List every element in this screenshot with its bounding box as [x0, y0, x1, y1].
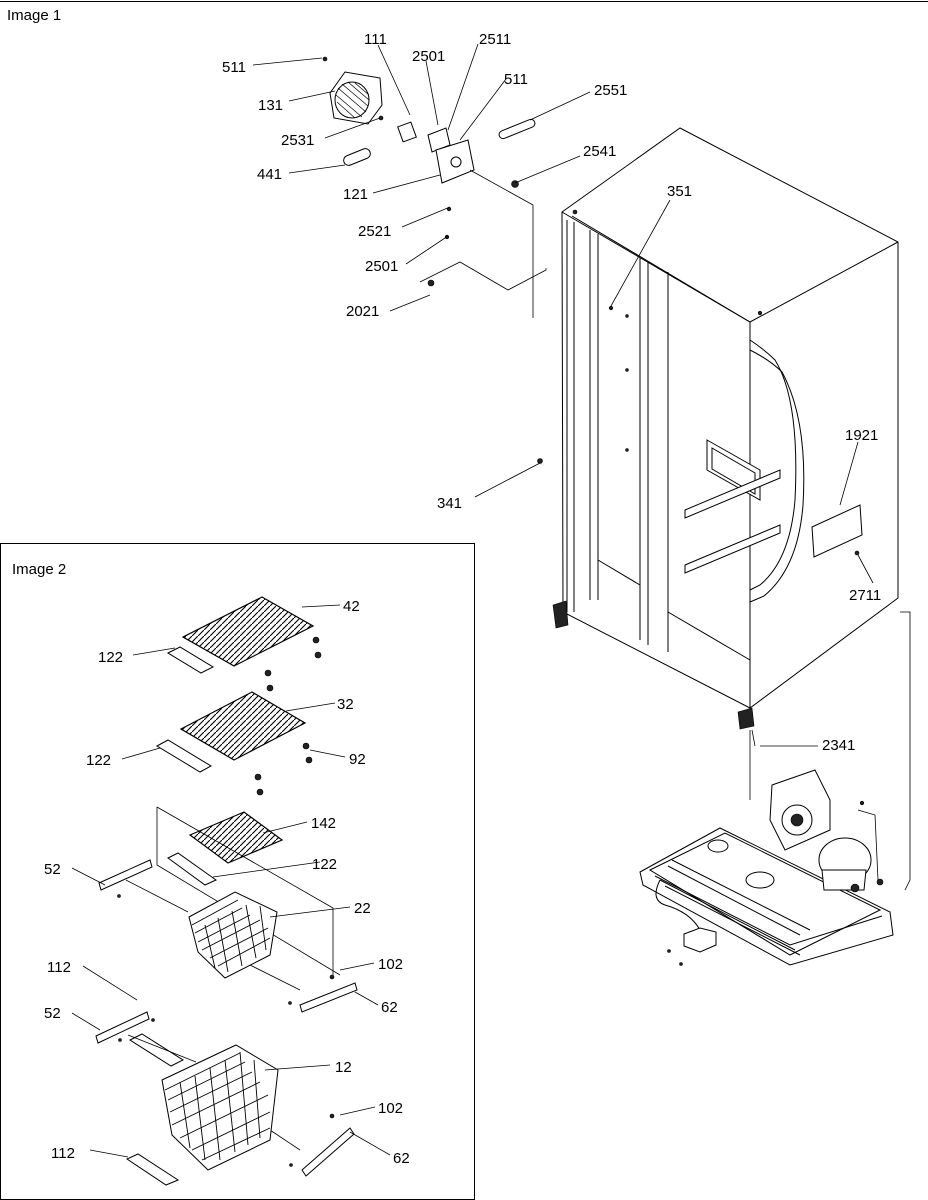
- callout-341: 341: [437, 495, 462, 512]
- callout-112-a: 112: [47, 959, 71, 976]
- callout-122-c: 122: [312, 856, 337, 873]
- callout-22: 22: [354, 900, 371, 917]
- shelf-42: [166, 596, 322, 692]
- callout-2511: 2511: [479, 31, 511, 48]
- image2-callouts: 42 122 32 122 92 142 122 52 22 102 62 11…: [44, 598, 410, 1167]
- callout-32: 32: [337, 696, 354, 713]
- shelf-32: [155, 691, 313, 796]
- image1-title: Image 1: [7, 7, 61, 24]
- assembly-routing-line: [419, 261, 547, 291]
- callout-511-b: 511: [504, 71, 528, 88]
- callout-2521: 2521: [358, 223, 391, 240]
- callout-2501-b: 2501: [365, 258, 398, 275]
- callout-122-b: 122: [86, 752, 111, 769]
- callout-52-a: 52: [44, 861, 61, 878]
- callout-121: 121: [343, 186, 368, 203]
- callout-351: 351: [667, 183, 692, 200]
- callout-42: 42: [343, 598, 360, 615]
- shelf-142: [167, 811, 284, 886]
- callout-52-b: 52: [44, 1005, 61, 1022]
- image1-callouts: 511 111 2501 2511 511 131 2551 2531 441 …: [222, 31, 881, 754]
- callout-441: 441: [257, 166, 282, 183]
- image2-title: Image 2: [12, 561, 66, 578]
- callout-102-a: 102: [378, 956, 403, 973]
- callout-2711: 2711: [849, 587, 881, 604]
- callout-2501-a: 2501: [412, 48, 445, 65]
- callout-511-a: 511: [222, 59, 246, 76]
- fan-shroud-131: [329, 71, 383, 125]
- callout-122-a: 122: [98, 649, 123, 666]
- cover-1921: [811, 504, 863, 558]
- callout-131: 131: [258, 97, 283, 114]
- slides-lower: [95, 1011, 355, 1186]
- callout-2541: 2541: [583, 143, 616, 160]
- basket-12: [161, 1044, 279, 1171]
- callout-1921: 1921: [845, 427, 878, 444]
- basket-22: [188, 891, 278, 979]
- compressor-base-assembly: [639, 769, 894, 966]
- callout-102-b: 102: [378, 1100, 403, 1117]
- callout-2021: 2021: [346, 303, 379, 320]
- callout-142: 142: [311, 815, 336, 832]
- callout-111: 111: [364, 31, 387, 48]
- image1-leaders: [252, 43, 874, 747]
- refrigerator-cabinet: [537, 127, 899, 730]
- callout-2341: 2341: [822, 737, 855, 754]
- callout-2531: 2531: [281, 132, 314, 149]
- image2-leaders: [71, 604, 391, 1158]
- fan-motor-assembly: [322, 56, 536, 287]
- rails-upper: [98, 859, 358, 1013]
- callout-92: 92: [349, 751, 366, 768]
- callout-62-b: 62: [393, 1150, 410, 1167]
- callout-12: 12: [335, 1059, 352, 1076]
- callout-112-b: 112: [51, 1145, 75, 1162]
- callout-2551: 2551: [594, 82, 627, 99]
- callout-62-a: 62: [381, 999, 398, 1016]
